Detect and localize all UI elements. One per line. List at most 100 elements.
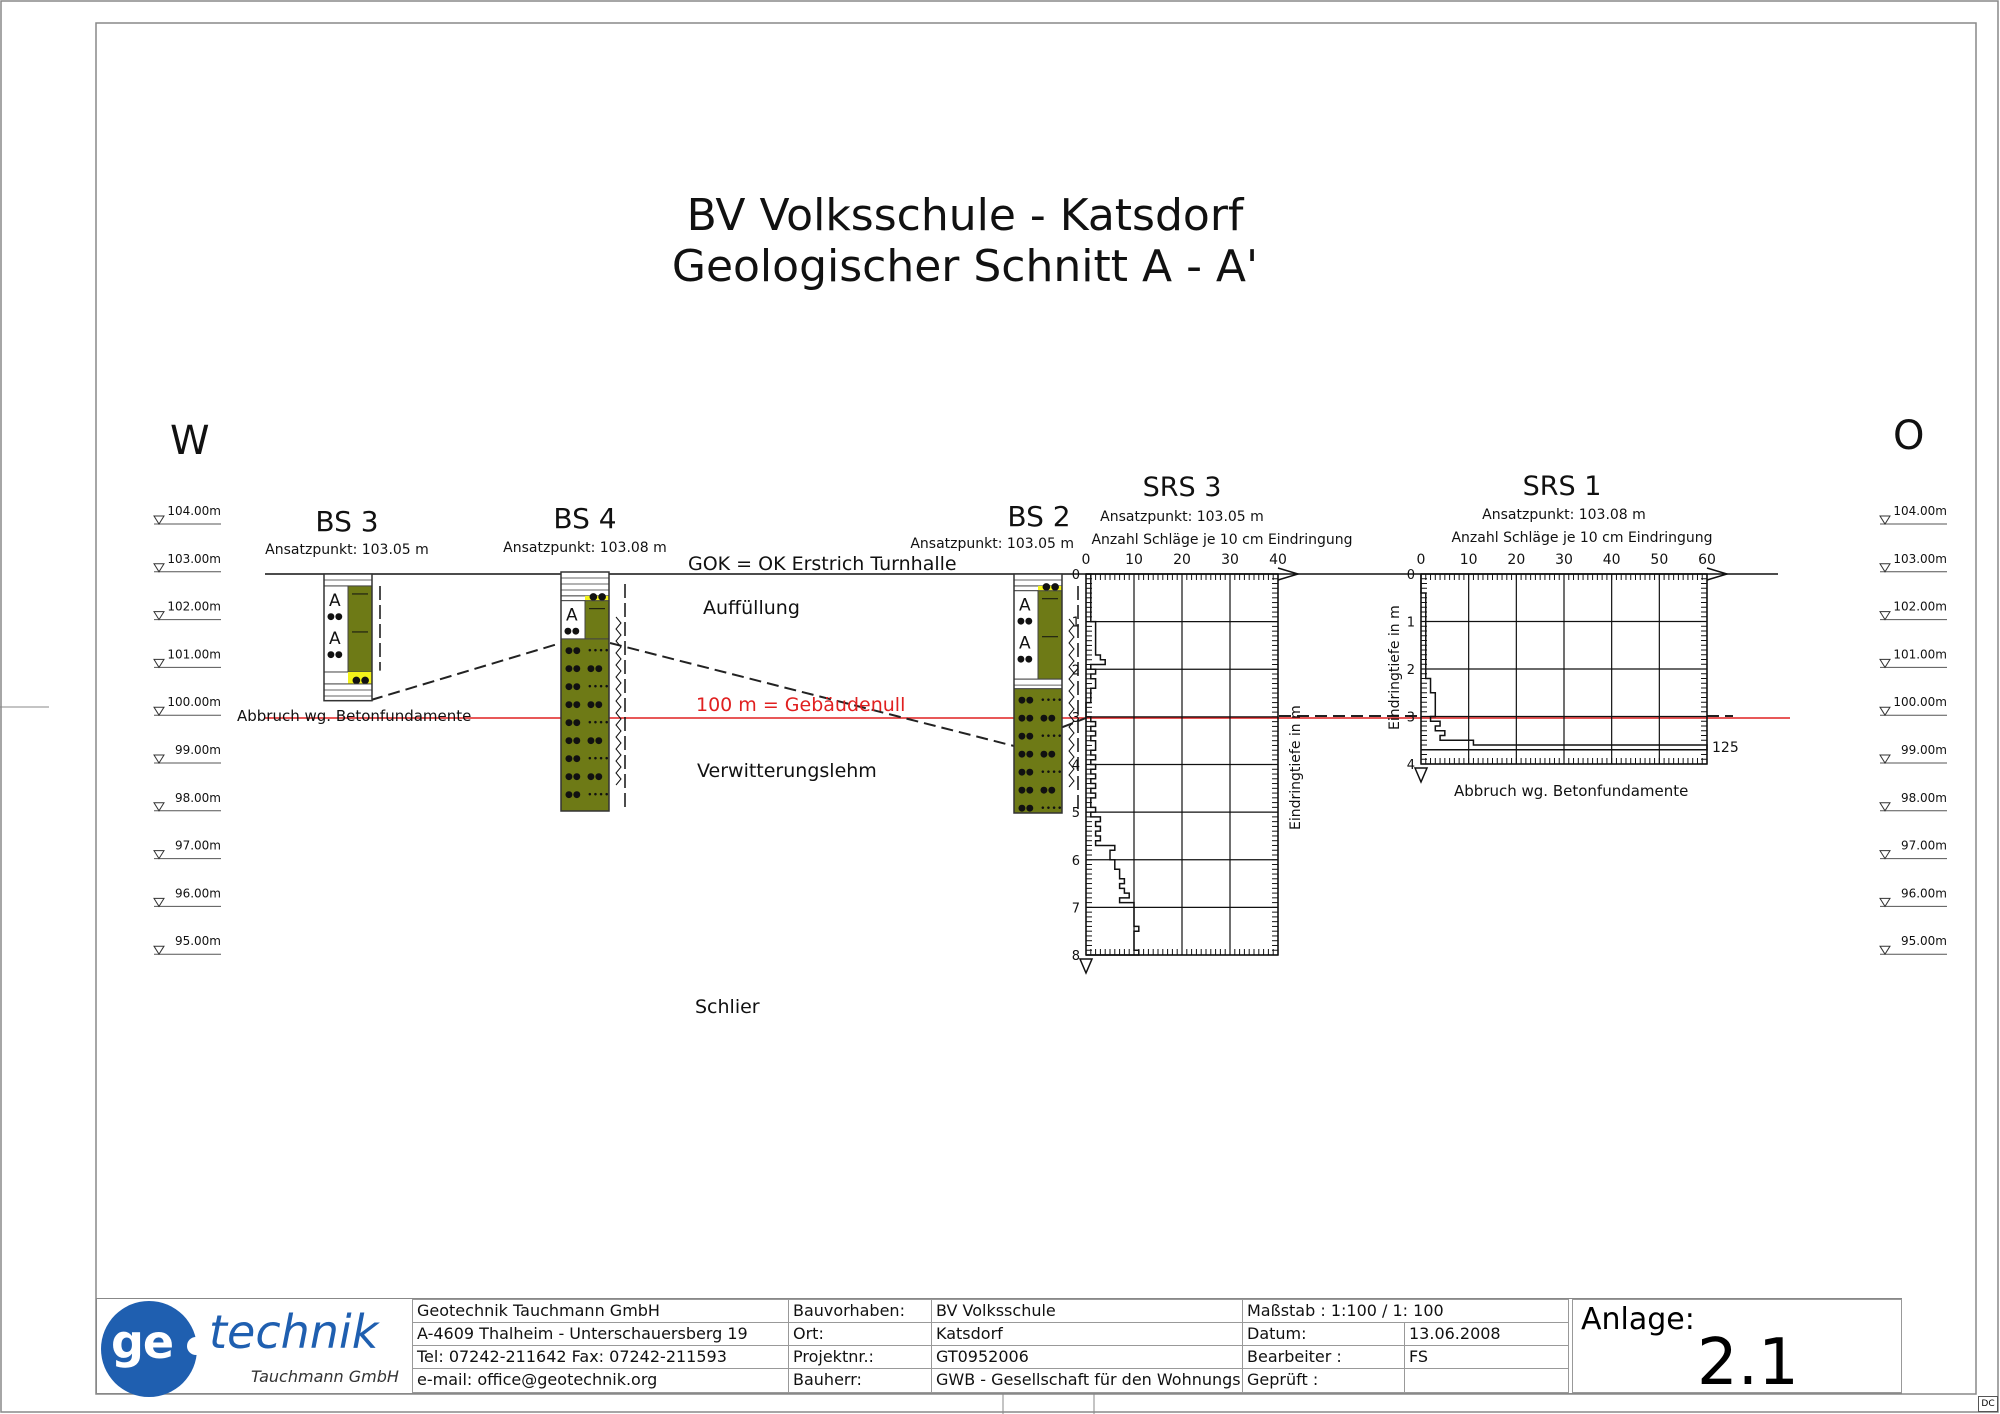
gravel-symbol: ●●	[1018, 786, 1034, 796]
x-tick-label: 0	[1417, 552, 1426, 568]
title-block: ge technik Tauchmann GmbH Geotechnik Tau…	[96, 1298, 1902, 1400]
massstab: Maßstab : 1:100 / 1: 100	[1242, 1299, 1569, 1323]
sand-symbol: ∙∙∙∙	[1040, 732, 1063, 742]
company-name: Geotechnik Tauchmann GmbH	[412, 1299, 789, 1323]
y-tick-label: 0	[1407, 568, 1415, 583]
borehole-title-bs2: BS 2	[1007, 500, 1070, 533]
elevation-label: 95.00m	[1901, 934, 1947, 948]
elevation-triangle-icon	[153, 611, 165, 621]
gravel-symbol: ●●	[565, 754, 581, 764]
company-logo: ge technik Tauchmann GmbH	[97, 1299, 412, 1397]
borehole-bs2-column: ●●A●●A●●●●∙∙∙∙●●●●●●∙∙∙∙●●●●●●∙∙∙∙●●●●●●…	[1013, 573, 1079, 814]
moisture-wave	[1068, 618, 1075, 788]
gravel-symbol: ●●	[1018, 750, 1034, 760]
gravel-symbol: ●●	[565, 700, 581, 710]
field-value-bauvorhaben: BV Volksschule	[931, 1299, 1243, 1323]
layer-fill	[323, 683, 373, 702]
x-tick-label: 10	[1460, 552, 1478, 568]
blow-count-profile	[1085, 573, 1140, 956]
logo-dot	[187, 1337, 205, 1355]
elevation-label: 104.00m	[167, 504, 221, 518]
y-tick-label: 3	[1072, 711, 1080, 726]
y-tick-label: 6	[1072, 854, 1080, 869]
company-phone: Tel: 07242-211642 Fax: 07242-211593	[412, 1345, 789, 1369]
borehole-outline	[323, 573, 373, 702]
fill-material-right	[347, 585, 373, 673]
field-label-ort: Ort:	[788, 1322, 932, 1346]
bearbeiter-label: Bearbeiter :	[1242, 1345, 1405, 1369]
gravel-symbol: ●●	[1018, 714, 1034, 724]
label-auffuellung: Auffüllung	[703, 597, 800, 619]
field-value-ort: Katsdorf	[931, 1322, 1243, 1346]
sand-symbol: ●●	[1040, 714, 1056, 724]
gravel-symbol: ●●	[1017, 617, 1033, 627]
sand-symbol: ●●	[587, 736, 603, 746]
sand-symbol: ∙∙∙∙	[587, 682, 610, 692]
field-label-bauvorhaben: Bauvorhaben:	[788, 1299, 932, 1323]
elevation-triangle-icon	[1879, 754, 1891, 764]
elevation-triangle-icon	[153, 706, 165, 717]
y-tick-label: 1	[1407, 616, 1415, 631]
sand-symbol: ∙∙∙∙	[587, 754, 610, 764]
elevation-label: 98.00m	[1901, 791, 1947, 805]
srs1-ansatz: Ansatzpunkt: 103.08 m	[1482, 507, 1646, 523]
borehole-outline	[560, 571, 610, 812]
anlage-label: Anlage:	[1581, 1302, 1695, 1337]
label-abbruch-bs3: Abbruch wg. Betonfundamente	[237, 707, 471, 725]
elevation-label: 102.00m	[1893, 600, 1947, 614]
gravel-symbol: ●●	[1018, 768, 1034, 778]
anlage-number: 2.1	[1697, 1326, 1799, 1400]
srs3-ansatz: Ansatzpunkt: 103.05 m	[1100, 509, 1264, 525]
direction-west: W	[170, 418, 210, 464]
srs3-ylabel: Eindringtiefe in m	[1288, 705, 1304, 830]
elevation-triangle-icon	[1879, 706, 1891, 717]
logo-text-sub: Tauchmann GmbH	[251, 1367, 399, 1386]
elevation-triangle-icon	[153, 754, 165, 764]
x-tick-label: 30	[1221, 552, 1239, 568]
y-axis-arrow-icon	[1413, 767, 1429, 784]
layer-fill	[1013, 678, 1063, 690]
fill-symbol: A	[1019, 596, 1031, 616]
label-gok: GOK = OK Erstrich Turnhalle	[688, 553, 957, 575]
elevation-label: 99.00m	[1901, 743, 1947, 757]
fill-symbol: A	[329, 629, 341, 649]
y-tick-label: 3	[1407, 711, 1415, 726]
elevation-triangle-icon	[153, 945, 165, 956]
borehole-outline	[1013, 573, 1063, 814]
drawing-frame	[95, 22, 1977, 1395]
elevation-label: 102.00m	[167, 600, 221, 614]
elevation-label: 104.00m	[1893, 504, 1947, 518]
datum-label: Datum:	[1242, 1322, 1405, 1346]
geprueft-value	[1404, 1368, 1569, 1393]
elevation-triangle-icon	[1879, 658, 1891, 669]
x-tick-label: 20	[1507, 552, 1525, 568]
x-tick-label: 10	[1125, 552, 1143, 568]
elevation-label: 96.00m	[175, 886, 221, 900]
layer-yellow	[1038, 585, 1062, 591]
datum-value: 13.06.2008	[1404, 1322, 1569, 1346]
srs3-xlabel: Anzahl Schläge je 10 cm Eindringung	[1091, 532, 1352, 548]
sand-symbol: ●●	[1040, 786, 1056, 796]
y-tick-label: 2	[1072, 663, 1080, 678]
elevation-triangle-icon	[153, 897, 165, 908]
y-tick-label: 2	[1407, 663, 1415, 678]
fill-symbol: A	[329, 591, 341, 611]
elevation-label: 95.00m	[175, 934, 221, 948]
y-tick-label: 8	[1072, 949, 1080, 964]
srs1-xlabel: Anzahl Schläge je 10 cm Eindringung	[1451, 530, 1712, 546]
elevation-triangle-icon	[153, 850, 165, 860]
borehole-title-bs4: BS 4	[553, 502, 616, 535]
elevation-scale-left: 104.00m103.00m102.00m101.00m100.00m99.00…	[153, 504, 221, 956]
gravel-symbol: ●●	[565, 736, 581, 746]
gravel-symbol: ●●	[565, 790, 581, 800]
logo-circle	[101, 1301, 197, 1397]
blow-count-profile	[1420, 574, 1708, 751]
y-tick-label: 0	[1072, 568, 1080, 583]
sand-symbol: ∙∙∙∙	[1040, 768, 1063, 778]
x-tick-label: 0	[1082, 552, 1091, 568]
y-tick-label: 7	[1072, 901, 1080, 916]
elevation-scale-right: 104.00m103.00m102.00m101.00m100.00m99.00…	[1879, 504, 1947, 956]
